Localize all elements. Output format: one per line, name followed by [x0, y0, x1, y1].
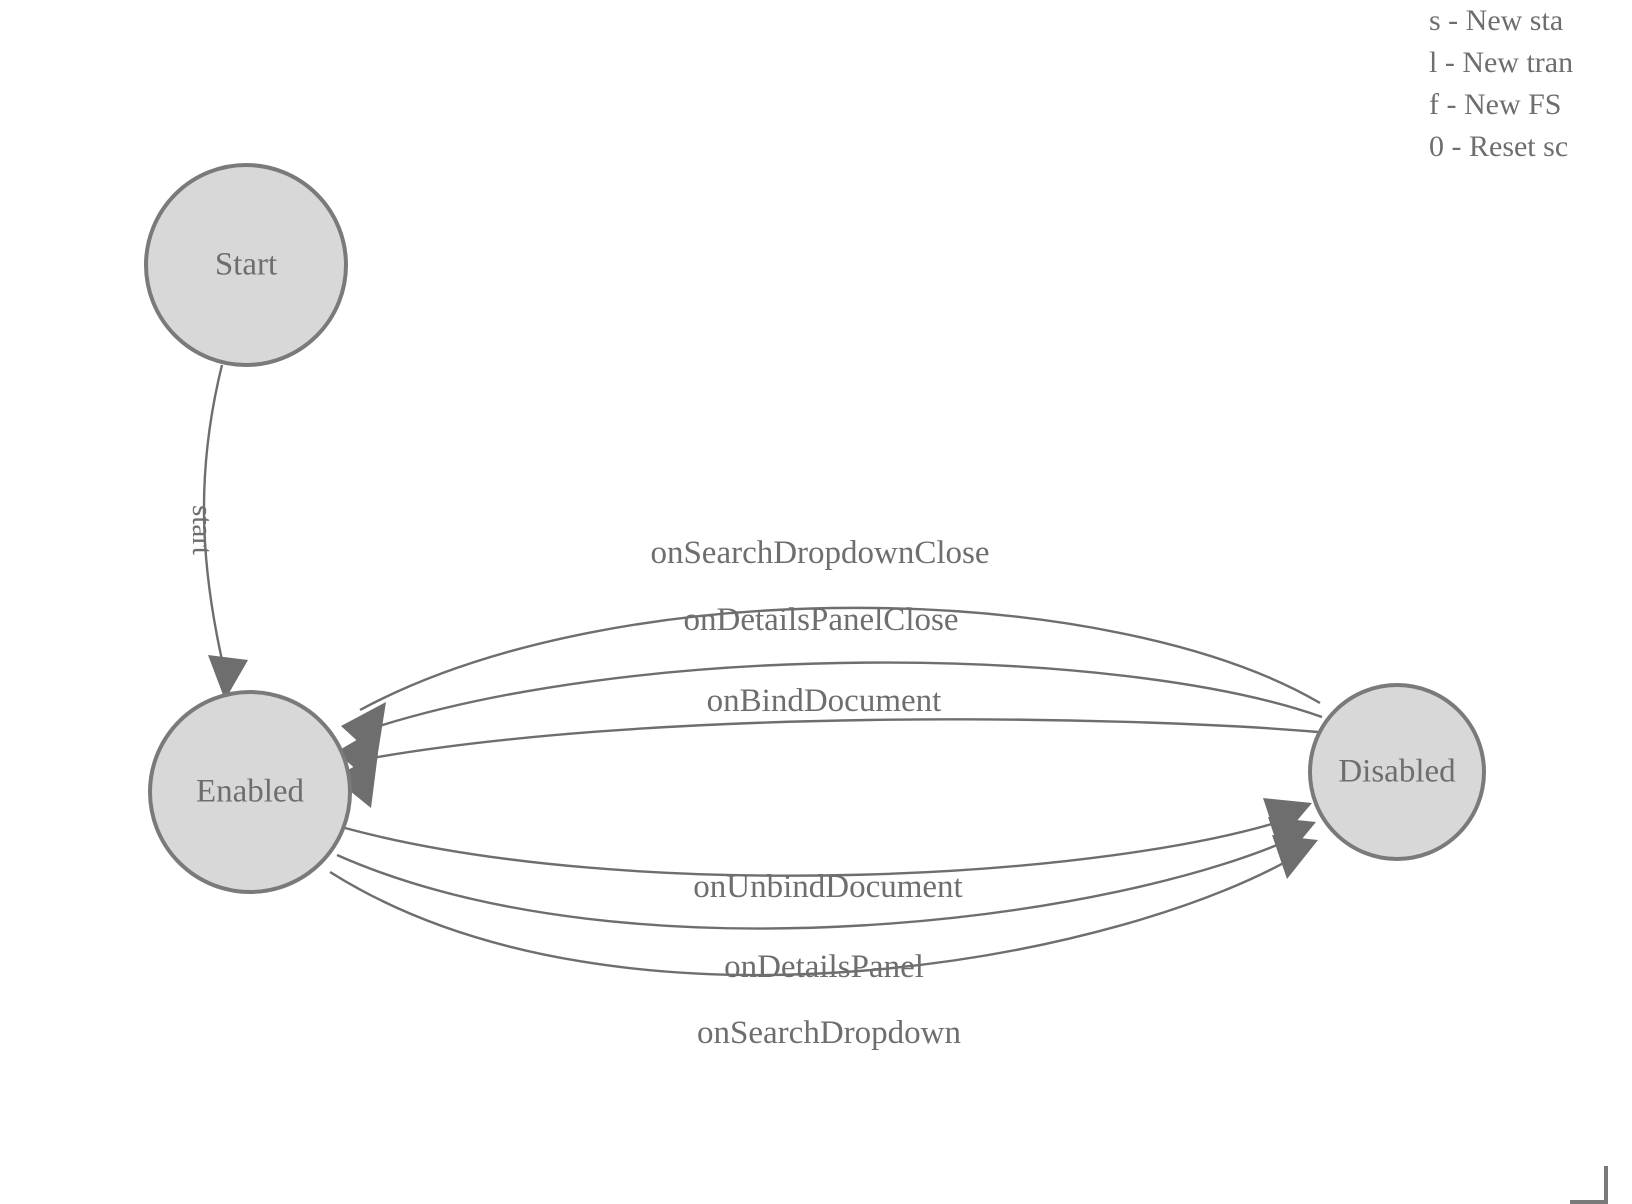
- edge-label-on-search-dropdown: onSearchDropdown: [697, 1015, 961, 1051]
- node-disabled[interactable]: Disabled: [1308, 683, 1486, 861]
- node-disabled-circle: [1308, 683, 1486, 861]
- edge-on-unbind-document[interactable]: [344, 798, 1312, 877]
- legend-line-new-state: s - New sta: [1429, 4, 1564, 37]
- edge-on-search-dropdown[interactable]: [329, 835, 1318, 977]
- edge-path-on-search-dropdown-close: [359, 606, 1321, 712]
- node-enabled[interactable]: Enabled: [148, 690, 352, 894]
- edge-on-bind-document[interactable]: [334, 718, 1319, 808]
- edge-path-on-unbind-document: [344, 813, 1301, 877]
- edge-path-start: [202, 364, 224, 661]
- edge-path-on-bind-document: [349, 718, 1319, 764]
- legend-line-new-fsm: f - New FS: [1429, 88, 1562, 121]
- panel-corner-mark: [1570, 1166, 1632, 1204]
- edge-label-on-details-panel-close: onDetailsPanelClose: [684, 602, 959, 638]
- edge-label-start: start: [186, 505, 218, 555]
- arrow-head-on-bind-document: [334, 753, 378, 808]
- edge-label-on-bind-document: onBindDocument: [707, 683, 942, 719]
- keyboard-shortcuts-legend: s - New sta l - New tran f - New FS 0 - …: [1429, 0, 1632, 168]
- arrow-head-on-search-dropdown: [1272, 835, 1318, 879]
- corner-mark-vertical-bar: [1604, 1166, 1608, 1204]
- edge-label-on-details-panel: onDetailsPanel: [724, 949, 924, 985]
- legend-line-reset: 0 - Reset sc: [1429, 130, 1569, 163]
- edge-start-to-enabled[interactable]: [202, 364, 248, 700]
- edge-label-on-unbind-document: onUnbindDocument: [693, 869, 962, 905]
- node-disabled-label: Disabled: [1338, 754, 1456, 790]
- edge-label-on-search-dropdown-close: onSearchDropdownClose: [650, 535, 989, 571]
- node-start[interactable]: Start: [144, 163, 348, 367]
- node-start-circle: [144, 163, 348, 367]
- legend-line-new-transition: l - New tran: [1429, 46, 1574, 79]
- node-enabled-circle: [148, 690, 352, 894]
- node-start-label: Start: [215, 247, 277, 283]
- corner-mark-horizontal-bar: [1570, 1200, 1608, 1204]
- edge-path-on-details-panel: [336, 831, 1305, 930]
- edge-path-on-details-panel-close: [351, 661, 1323, 737]
- node-enabled-label: Enabled: [196, 774, 305, 810]
- edge-path-on-search-dropdown: [329, 848, 1307, 977]
- arrow-head-start: [208, 655, 248, 700]
